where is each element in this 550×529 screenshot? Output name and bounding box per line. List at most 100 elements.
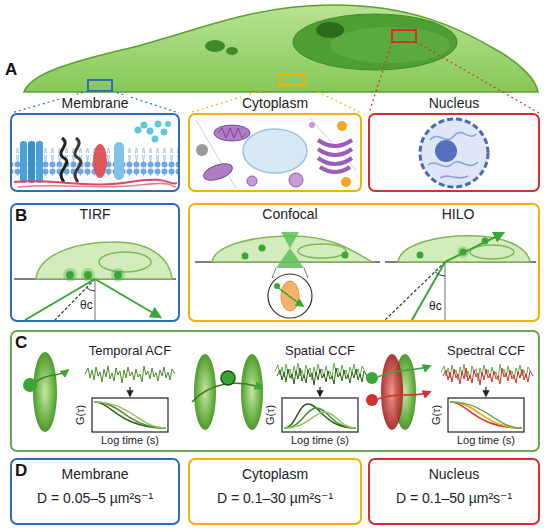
membrane-illustration <box>36 141 43 183</box>
panel-letter: A <box>5 60 17 80</box>
spectral-ccf-illustration <box>366 354 533 432</box>
cell-illustration <box>24 5 538 92</box>
panel-border <box>188 203 540 322</box>
region-marker <box>88 30 416 91</box>
nucleus-inset: Nucleus <box>368 95 540 192</box>
panel-text: θc <box>428 300 443 314</box>
cytoplasm-illustration <box>341 177 351 187</box>
cytoplasm-illustration <box>247 176 257 186</box>
cytoplasm-illustration <box>289 173 303 187</box>
spatial-ccf-illustration <box>192 354 367 432</box>
text-slot: HILO <box>442 206 475 222</box>
spectral-ccf-illustration <box>450 402 522 428</box>
tirf-illustration <box>99 252 151 272</box>
confocal-illustration <box>268 274 312 318</box>
panel-border <box>10 113 180 192</box>
tirf-illustration <box>25 279 95 320</box>
cell-illustration <box>205 40 225 52</box>
nucleus-illustration <box>440 176 468 178</box>
confocal-illustration <box>276 248 304 268</box>
panel-text: Log time (s) <box>457 434 515 447</box>
panel-text: G(τ) <box>264 405 277 425</box>
zoom-leader <box>304 85 361 113</box>
membrane-illustration <box>75 138 81 182</box>
cytoplasm-illustration <box>196 144 208 156</box>
membrane-illustration <box>155 121 162 128</box>
text-slot: Log time (s) <box>457 434 515 447</box>
temporal-acf-illustration <box>85 366 175 383</box>
cytoplasm-illustration <box>318 149 352 155</box>
text-slot: G(τ) <box>430 405 443 425</box>
panel-heading: Membrane <box>62 466 129 482</box>
nucleus-illustration <box>430 133 476 140</box>
tirf-illustration <box>94 279 95 320</box>
spatial-ccf-illustration <box>282 398 358 432</box>
diffusion-box: MembraneD = 0.05–5 µm²s⁻¹ <box>10 458 180 525</box>
cytoplasm-illustration <box>218 128 246 138</box>
tirf-illustration <box>111 268 125 282</box>
cytoplasm-inset: Cytoplasm <box>188 95 362 192</box>
spectral-ccf-illustration <box>450 402 522 428</box>
spatial-ccf-illustration <box>221 371 235 385</box>
region-marker <box>280 74 304 85</box>
text-slot: Log time (s) <box>101 434 159 447</box>
diffusion-box: CytoplasmD = 0.1–30 µm²s⁻¹ <box>188 458 362 525</box>
membrane-illustration <box>152 136 159 143</box>
panel-heading: Nucleus <box>428 95 481 111</box>
spectral-ccf-illustration <box>448 398 524 432</box>
cytoplasm-illustration <box>309 122 315 128</box>
spectral-ccf-illustration <box>378 392 430 399</box>
hilo-illustration <box>412 262 445 320</box>
membrane-illustration <box>161 129 168 136</box>
zoom-leader <box>11 42 539 113</box>
cytoplasm-illustration <box>310 118 356 170</box>
hilo-illustration <box>385 233 536 320</box>
nucleus-illustration <box>435 140 457 162</box>
text-slot: Confocal <box>262 206 317 222</box>
spatial-ccf-illustration <box>284 404 356 428</box>
tirf-illustration <box>114 271 122 279</box>
tirf-panel: TIRFθc <box>10 203 180 322</box>
spectral-ccf-illustration <box>448 398 524 432</box>
cell-illustration <box>293 14 457 70</box>
hilo-illustration <box>417 252 424 259</box>
spectral-ccf-illustration <box>443 368 533 385</box>
tirf-illustration <box>36 242 172 279</box>
panel-heading: TIRF <box>79 206 110 222</box>
panel-heading: Confocal <box>262 206 317 222</box>
text-slot: Nucleus <box>428 95 481 111</box>
confocal-hilo-panel: Confocal HILO θc <box>188 203 540 322</box>
confocal-illustration <box>304 268 308 278</box>
text-slot: Spectral CCF <box>447 344 525 359</box>
confocal-illustration <box>259 245 266 252</box>
confocal-illustration <box>342 252 349 259</box>
text-slot: TIRF <box>79 206 110 222</box>
spatial-ccf-illustration <box>284 408 356 428</box>
panel-letter-slot: B <box>15 206 27 226</box>
zoom-leader <box>369 42 392 113</box>
tirf-illustration <box>14 242 176 320</box>
text-slot: Cytoplasm <box>241 95 309 111</box>
panel-letter: D <box>15 461 27 481</box>
cell-illustration <box>316 22 344 38</box>
confocal-illustration <box>274 283 280 289</box>
text-slot: D = 0.1–30 µm²s⁻¹ <box>217 490 333 506</box>
spectral-ccf-illustration <box>485 387 486 396</box>
tirf-illustration <box>66 271 74 279</box>
hilo-illustration <box>445 233 503 262</box>
text-slot: Membrane <box>62 466 129 482</box>
panel-letter: C <box>15 333 27 353</box>
membrane-illustration <box>141 122 148 129</box>
text-slot: Membrane <box>61 95 130 111</box>
hilo-illustration <box>398 236 530 262</box>
nucleus-illustration <box>428 162 478 167</box>
cytoplasm-illustration <box>318 140 352 146</box>
cell-illustration <box>330 27 450 63</box>
cell-illustration <box>226 47 238 55</box>
text-slot: Spatial CCF <box>285 344 355 359</box>
text-slot: Temporal ACF <box>89 344 171 359</box>
cytoplasm-illustration <box>318 158 352 164</box>
membrane-illustration <box>147 128 154 135</box>
spectral-ccf-illustration <box>378 366 430 377</box>
